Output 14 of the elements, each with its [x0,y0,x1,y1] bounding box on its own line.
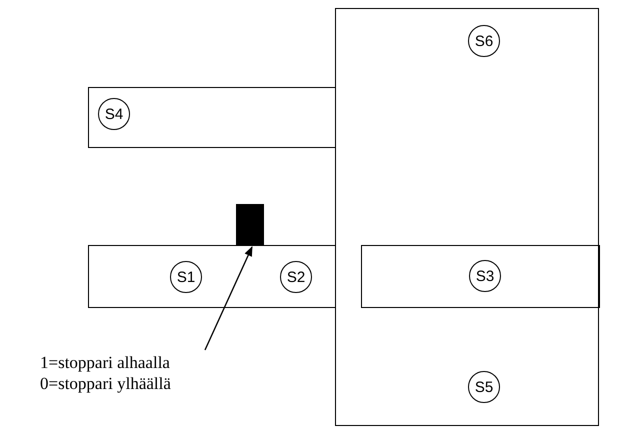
sensor-circle: S2 [280,261,312,293]
conveyor-box [361,245,600,308]
note-text: 0=stoppari ylhäällä [40,373,171,394]
note-text: 1=stoppari alhaalla [40,352,170,373]
conveyor-box [88,245,336,308]
sensor-circle: S4 [98,98,130,130]
sensor-circle: S6 [468,25,500,57]
conveyor-box [335,8,599,426]
sensor-circle: S5 [468,371,500,403]
sensor-circle: S3 [469,260,501,292]
arrow [204,246,253,350]
sensor-circle: S1 [170,261,202,293]
conveyor-box [88,87,336,148]
stopper-block [236,204,264,246]
